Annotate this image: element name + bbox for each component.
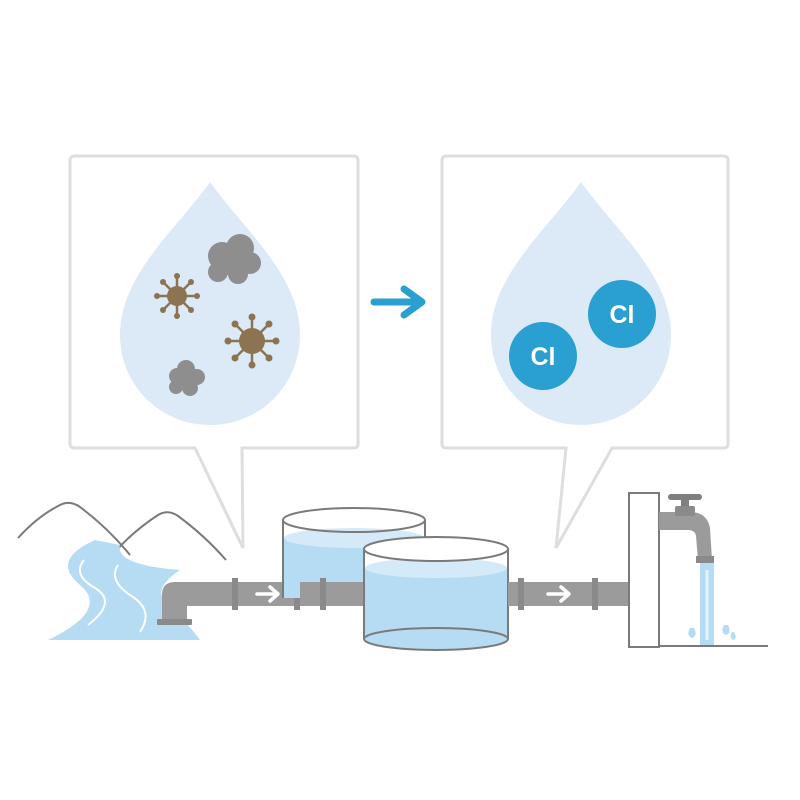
mountains [17, 501, 227, 561]
right-arrow-icon [546, 585, 571, 603]
microbe [224, 313, 280, 369]
dirt-clump [169, 360, 205, 396]
callout-after: Cl Cl [440, 154, 730, 549]
chlorine-atom: Cl [588, 280, 656, 348]
right-arrow-icon [370, 285, 426, 319]
treatment-tank [363, 536, 509, 651]
wall-post [628, 492, 660, 648]
faucet-icon [659, 494, 714, 563]
chlorine-atom: Cl [509, 322, 577, 390]
chlorine-label: Cl [531, 343, 556, 371]
water-stream [688, 563, 736, 645]
dirt-clump [208, 234, 261, 284]
callout-before [68, 154, 360, 549]
chlorine-label: Cl [610, 301, 635, 329]
right-arrow-icon [255, 585, 280, 603]
microbe [154, 273, 200, 319]
intake-pipe [157, 578, 300, 625]
